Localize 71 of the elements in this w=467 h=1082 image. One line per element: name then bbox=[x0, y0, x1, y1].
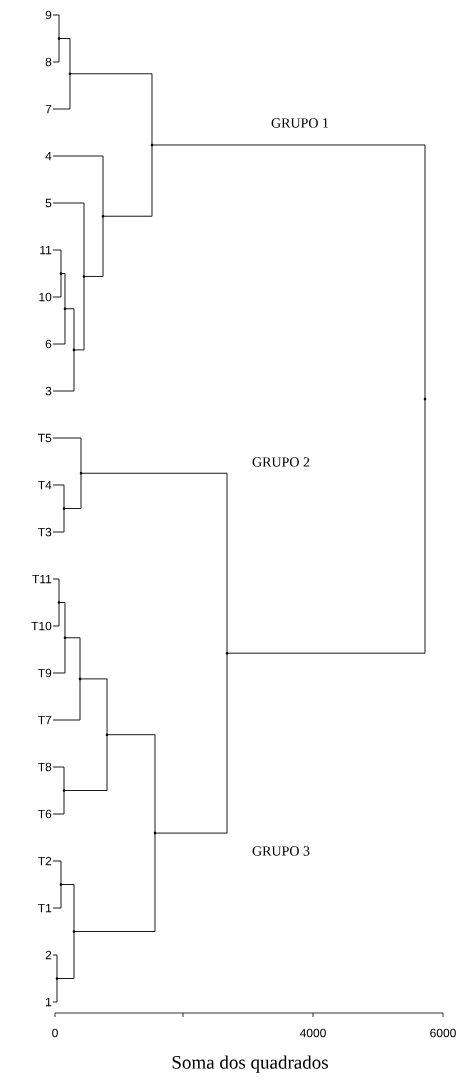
dendrogram-branch bbox=[106, 734, 156, 834]
dendrogram-branch bbox=[52, 678, 81, 721]
leaf-label: 7 bbox=[45, 104, 52, 114]
leaf-label: 10 bbox=[39, 292, 52, 302]
group-label: GRUPO 2 bbox=[252, 457, 310, 467]
group-label: GRUPO 1 bbox=[271, 118, 329, 128]
dendrogram-branch bbox=[52, 978, 58, 1003]
dendrogram-branch bbox=[226, 398, 426, 654]
leaf-label: T2 bbox=[38, 856, 52, 866]
group-label: GRUPO 3 bbox=[252, 846, 310, 856]
dendrogram-branch bbox=[52, 602, 60, 627]
dendrogram-branch bbox=[52, 508, 65, 533]
dendrogram-branch bbox=[73, 832, 156, 932]
dendrogram-branch bbox=[63, 734, 108, 791]
leaf-label: T4 bbox=[38, 480, 52, 490]
dendrogram-branch bbox=[52, 766, 65, 791]
dendrogram-branch bbox=[60, 273, 66, 310]
tick-label: 0 bbox=[52, 1028, 58, 1038]
leaf-label: T1 bbox=[38, 903, 52, 913]
leaf-label: 2 bbox=[45, 950, 52, 960]
tick-label: 6000 bbox=[430, 1028, 456, 1038]
leaf-label: 5 bbox=[45, 198, 52, 208]
dendrogram-branch bbox=[52, 273, 62, 298]
dendrogram-branch bbox=[64, 637, 81, 680]
dendrogram-branch bbox=[73, 276, 85, 351]
leaf-label: 8 bbox=[45, 57, 52, 67]
dendrogram-branch bbox=[60, 884, 75, 932]
dendrogram-branch bbox=[52, 308, 66, 345]
dendrogram-branch bbox=[52, 73, 71, 110]
dendrogram-branch bbox=[52, 954, 58, 979]
leaf-label: 9 bbox=[45, 10, 52, 20]
leaf-label: T9 bbox=[38, 668, 52, 678]
dendrogram-branch bbox=[52, 14, 60, 39]
dendrogram-branch bbox=[52, 202, 85, 277]
dendrogram-branch bbox=[56, 931, 75, 979]
dendrogram-branch bbox=[58, 602, 66, 639]
dendrogram-branch bbox=[52, 578, 60, 603]
leaf-label: T11 bbox=[32, 574, 52, 584]
leaf-label: 11 bbox=[40, 245, 52, 255]
dendrogram-branch bbox=[52, 38, 60, 63]
tick-label: 4000 bbox=[299, 1028, 326, 1038]
leaf-label: T6 bbox=[38, 809, 52, 819]
dendrogram-branch bbox=[151, 144, 426, 400]
dendrogram-branch bbox=[79, 678, 108, 736]
dendrogram-branch bbox=[80, 472, 228, 654]
dendrogram-branch bbox=[83, 215, 104, 277]
dendrogram-branch bbox=[52, 884, 62, 909]
dendrogram-branch bbox=[52, 860, 62, 885]
leaf-label: 4 bbox=[45, 151, 52, 161]
leaf-label: T10 bbox=[31, 621, 52, 631]
axis-title: Soma dos quadrados bbox=[172, 1055, 328, 1073]
dendrogram-branch bbox=[154, 652, 228, 834]
dendrogram-branch bbox=[52, 155, 104, 217]
leaf-label: T5 bbox=[38, 433, 52, 443]
dendrogram-branch bbox=[52, 484, 65, 509]
dendrogram-branch bbox=[63, 472, 82, 509]
leaf-label: T8 bbox=[38, 762, 52, 772]
leaf-label: T3 bbox=[38, 527, 52, 537]
dendrogram-branch bbox=[102, 144, 153, 217]
dendrogram-branch bbox=[52, 349, 75, 392]
dendrogram-branch bbox=[52, 637, 66, 674]
dendrogram-branch bbox=[69, 73, 153, 146]
leaf-label: 1 bbox=[46, 997, 52, 1007]
dendrogram-branch bbox=[64, 308, 75, 351]
leaf-label: 3 bbox=[45, 386, 52, 396]
dendrogram-branch bbox=[52, 249, 62, 274]
leaf-label: T7 bbox=[38, 715, 52, 725]
dendrogram-branch bbox=[52, 790, 65, 815]
dendrogram-branch bbox=[52, 437, 82, 474]
leaf-label: 6 bbox=[45, 339, 52, 349]
dendrogram-branch bbox=[58, 38, 71, 75]
